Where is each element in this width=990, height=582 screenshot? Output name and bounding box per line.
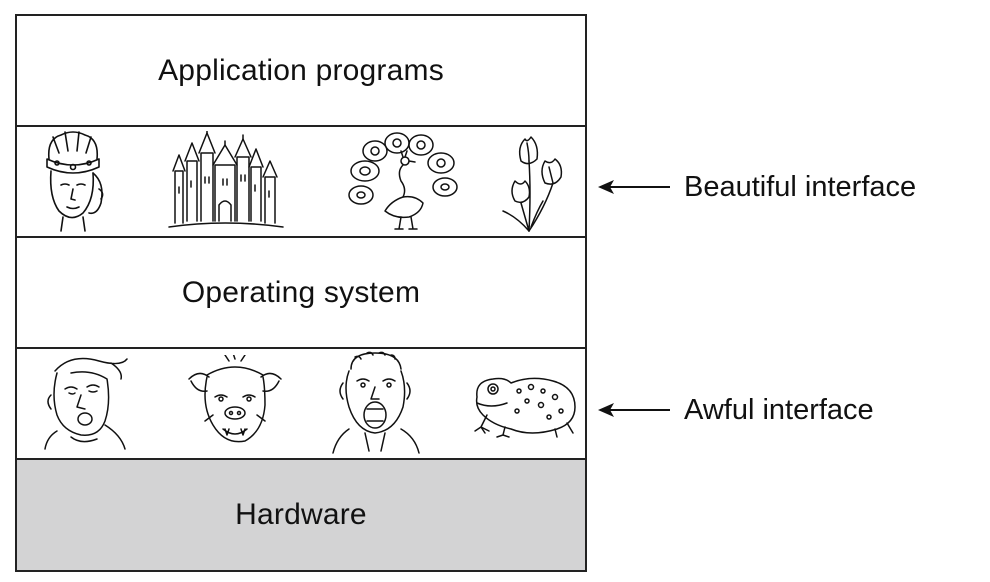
left-arrow-icon	[598, 180, 670, 194]
hardware-layer: Hardware	[17, 460, 585, 570]
awful-interface-layer	[17, 349, 585, 460]
queen-icon	[39, 129, 107, 233]
beautiful-interface-label: Beautiful interface	[684, 170, 917, 203]
beautiful-interface-layer	[17, 127, 585, 238]
operating-system-layer: Operating system	[17, 238, 585, 349]
awful-interface-label: Awful interface	[684, 393, 874, 426]
toad-icon	[471, 371, 579, 439]
hardware-label: Hardware	[235, 498, 367, 531]
left-arrow-icon	[598, 403, 670, 417]
screaming-man-icon	[329, 351, 425, 455]
application-programs-layer: Application programs	[17, 16, 585, 127]
castle-icon	[165, 131, 287, 231]
tulip-icon	[495, 131, 573, 235]
warthog-icon	[185, 355, 285, 451]
operating-system-label: Operating system	[181, 275, 421, 309]
application-programs-label: Application programs	[158, 53, 444, 87]
ugly-man-icon	[41, 355, 129, 451]
peacock-icon	[345, 131, 461, 233]
beautiful-interface-callout: Beautiful interface	[598, 170, 917, 203]
layer-stack: Application programs	[15, 14, 587, 572]
awful-interface-callout: Awful interface	[598, 393, 874, 426]
